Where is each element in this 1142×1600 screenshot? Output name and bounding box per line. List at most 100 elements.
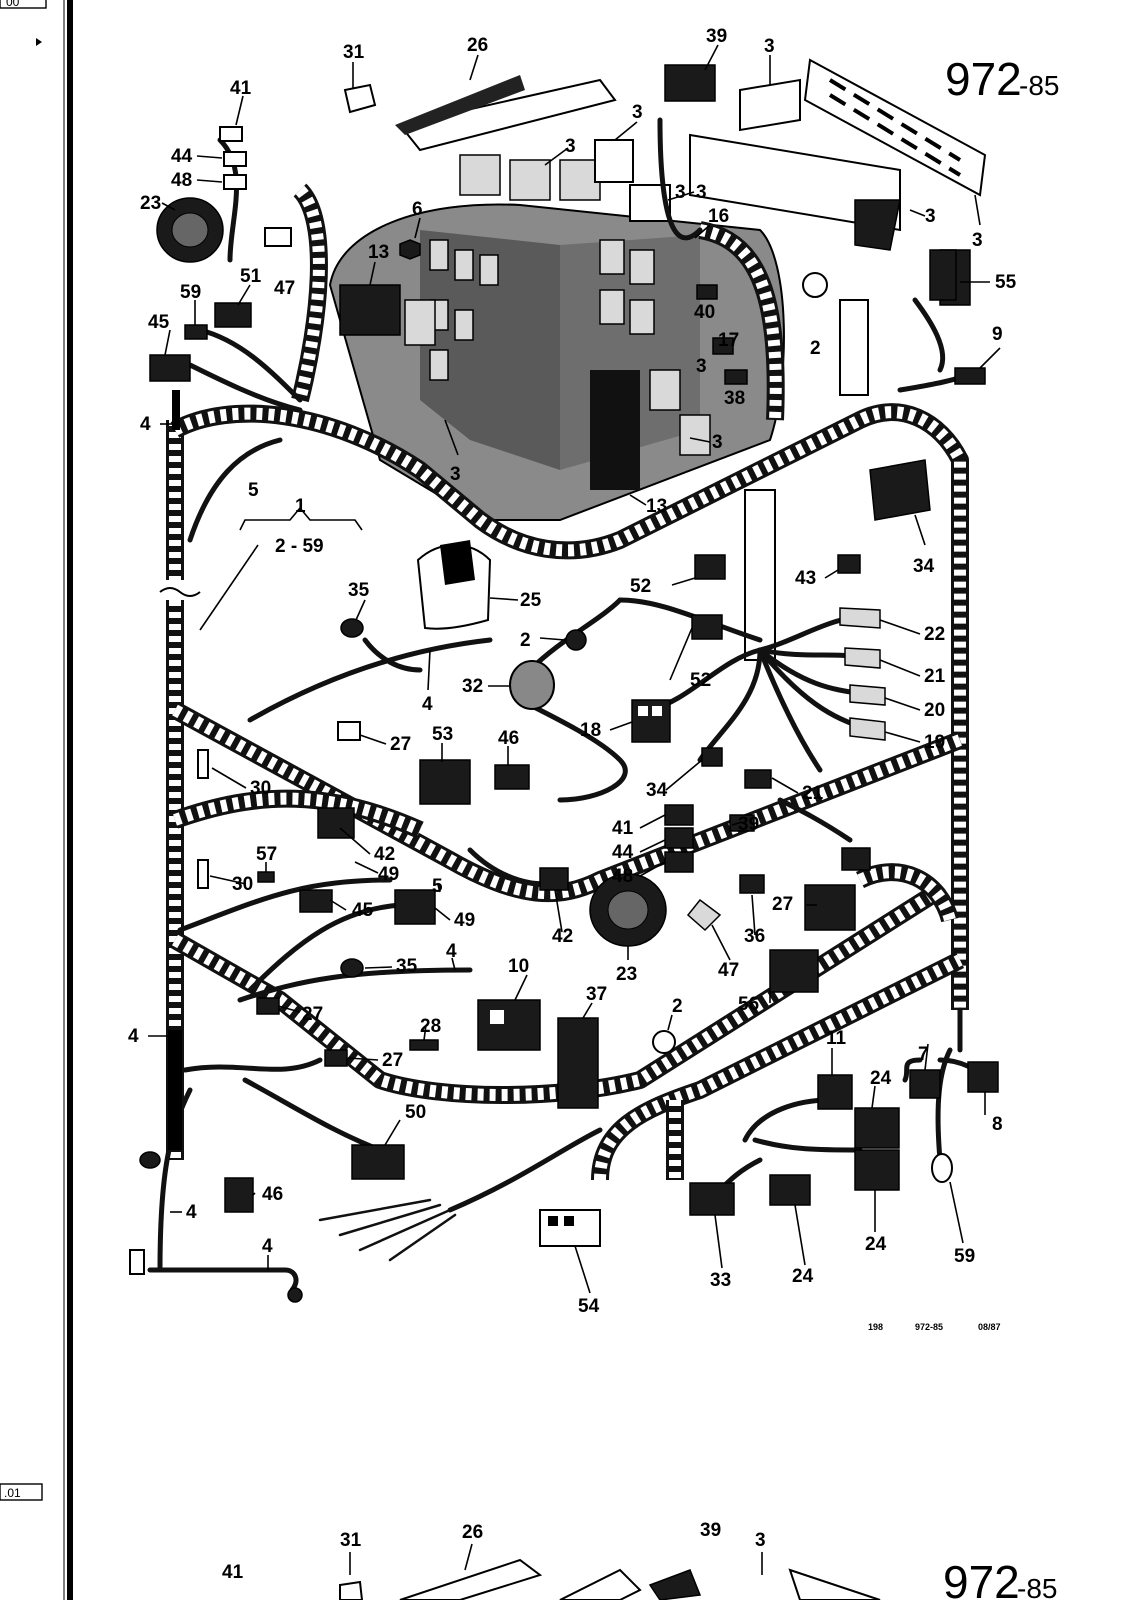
callout-label: 48 [612, 866, 633, 887]
callout-label: 4 [262, 1236, 273, 1257]
callout-label: 4 [422, 694, 433, 715]
callout-label: 35 [396, 956, 418, 977]
callout-label: 17 [718, 330, 739, 351]
callout-label: 45 [148, 312, 170, 333]
svg-text:31: 31 [340, 1530, 362, 1551]
callout-label: 23 [140, 193, 161, 214]
callout-label: 46 [262, 1184, 283, 1205]
callout-label: 24 [870, 1068, 892, 1089]
callout-label: 42 [374, 844, 395, 865]
callout-label: 52 [630, 576, 651, 597]
callout-label: 10 [508, 956, 529, 977]
callout-label: 20 [924, 700, 945, 721]
callout-label: 26 [467, 35, 488, 56]
callout-label: 44 [612, 842, 634, 863]
svg-text:08/87: 08/87 [978, 1322, 1001, 1332]
svg-text:972-85: 972-85 [915, 1322, 943, 1332]
callout-label: 39 [738, 814, 759, 835]
callout-label: 35 [348, 580, 370, 601]
svg-text:972: 972 [943, 1556, 1020, 1600]
callout-label: 39 [706, 26, 727, 47]
callout-label: 21 [802, 783, 824, 804]
callout-label: 3 [696, 182, 707, 203]
callout-label: 47 [274, 278, 295, 299]
callout-label: 11 [826, 1028, 847, 1049]
callout-label: 5 [432, 876, 443, 897]
svg-text:26: 26 [462, 1522, 483, 1543]
callout-label: 3 [764, 36, 775, 57]
callout-label: 27 [772, 894, 793, 915]
relay-carrier-right [664, 58, 987, 306]
callout-label: 2 [810, 338, 821, 359]
callout-label: 34 [646, 780, 668, 801]
callout-label: 56 [738, 994, 759, 1015]
callout-label: 51 [240, 266, 262, 287]
svg-text:-85: -85 [1019, 70, 1059, 101]
callout-label: 36 [744, 926, 765, 947]
next-page-preview: 972 -85 31 26 39 3 41 [222, 1520, 1057, 1600]
callout-label: 53 [432, 724, 453, 745]
svg-text:-85: -85 [1017, 1573, 1057, 1600]
callout-label: 3 [632, 102, 643, 123]
callout-label: 3 [712, 432, 723, 453]
svg-text:00: 00 [6, 0, 20, 9]
svg-text:2 - 59: 2 - 59 [275, 536, 324, 557]
page-tab-top: 00 [0, 0, 47, 9]
callout-label: 27 [390, 734, 411, 755]
callout-label: 30 [250, 778, 271, 799]
svg-text:39: 39 [700, 1520, 721, 1541]
callout-label: 57 [256, 844, 277, 865]
relay-row-top [395, 75, 671, 222]
callout-label: 3 [675, 182, 686, 203]
callout-label: 3 [925, 206, 936, 227]
callout-label: 45 [352, 900, 374, 921]
callout-label: 6 [412, 199, 423, 220]
group-range-label: 1 2 - 59 [275, 496, 324, 557]
callout-label: 33 [710, 1270, 731, 1291]
callout-label: 18 [580, 720, 601, 741]
callout-label: 49 [454, 910, 475, 931]
callout-label: 37 [586, 984, 607, 1005]
callout-label: 7 [918, 1044, 929, 1065]
callout-label: 2 [672, 996, 683, 1017]
callout-label: 4 [446, 941, 457, 962]
callout-label: 34 [913, 556, 935, 577]
callout-label: 2 [520, 630, 531, 651]
callout-label: 30 [232, 874, 253, 895]
callout-label: 25 [520, 590, 542, 611]
callout-label: 16 [708, 206, 729, 227]
callout-label: 4 [186, 1202, 197, 1223]
page-title: 972 -85 [945, 53, 1059, 105]
callout-label: 41 [612, 818, 634, 839]
callout-label: 41 [230, 78, 252, 99]
callout-label: 23 [616, 964, 637, 985]
callout-label: 31 [343, 42, 365, 63]
callout-label: 40 [694, 302, 715, 323]
callout-label: 4 [128, 1026, 139, 1047]
callout-label: 5 [248, 480, 259, 501]
callout-label: 9 [992, 324, 1003, 345]
svg-text:3: 3 [755, 1530, 766, 1551]
callout-label: 59 [180, 282, 201, 303]
callout-labels: 31 26 39 3 41 44 48 23 6 3 3 3 16 13 51 … [128, 26, 1017, 1317]
callout-label: 32 [462, 676, 483, 697]
callout-label: 3 [972, 230, 983, 251]
svg-text:.01: .01 [4, 1486, 21, 1500]
callout-label: 54 [578, 1296, 600, 1317]
callout-label: 24 [865, 1234, 887, 1255]
leader-lines [148, 44, 1001, 1294]
callout-label: 28 [420, 1016, 441, 1037]
callout-label: 46 [498, 728, 519, 749]
callout-label: 48 [171, 170, 192, 191]
callout-label: 13 [646, 496, 667, 517]
callout-label: 24 [792, 1266, 814, 1287]
callout-label: 59 [954, 1246, 975, 1267]
callout-label: 50 [405, 1102, 426, 1123]
callout-label: 47 [718, 960, 739, 981]
page-tab-bottom: .01 [0, 1483, 43, 1501]
callout-label: 4 [140, 414, 151, 435]
callout-label: 27 [302, 1004, 323, 1025]
callout-label: 3 [696, 356, 707, 377]
